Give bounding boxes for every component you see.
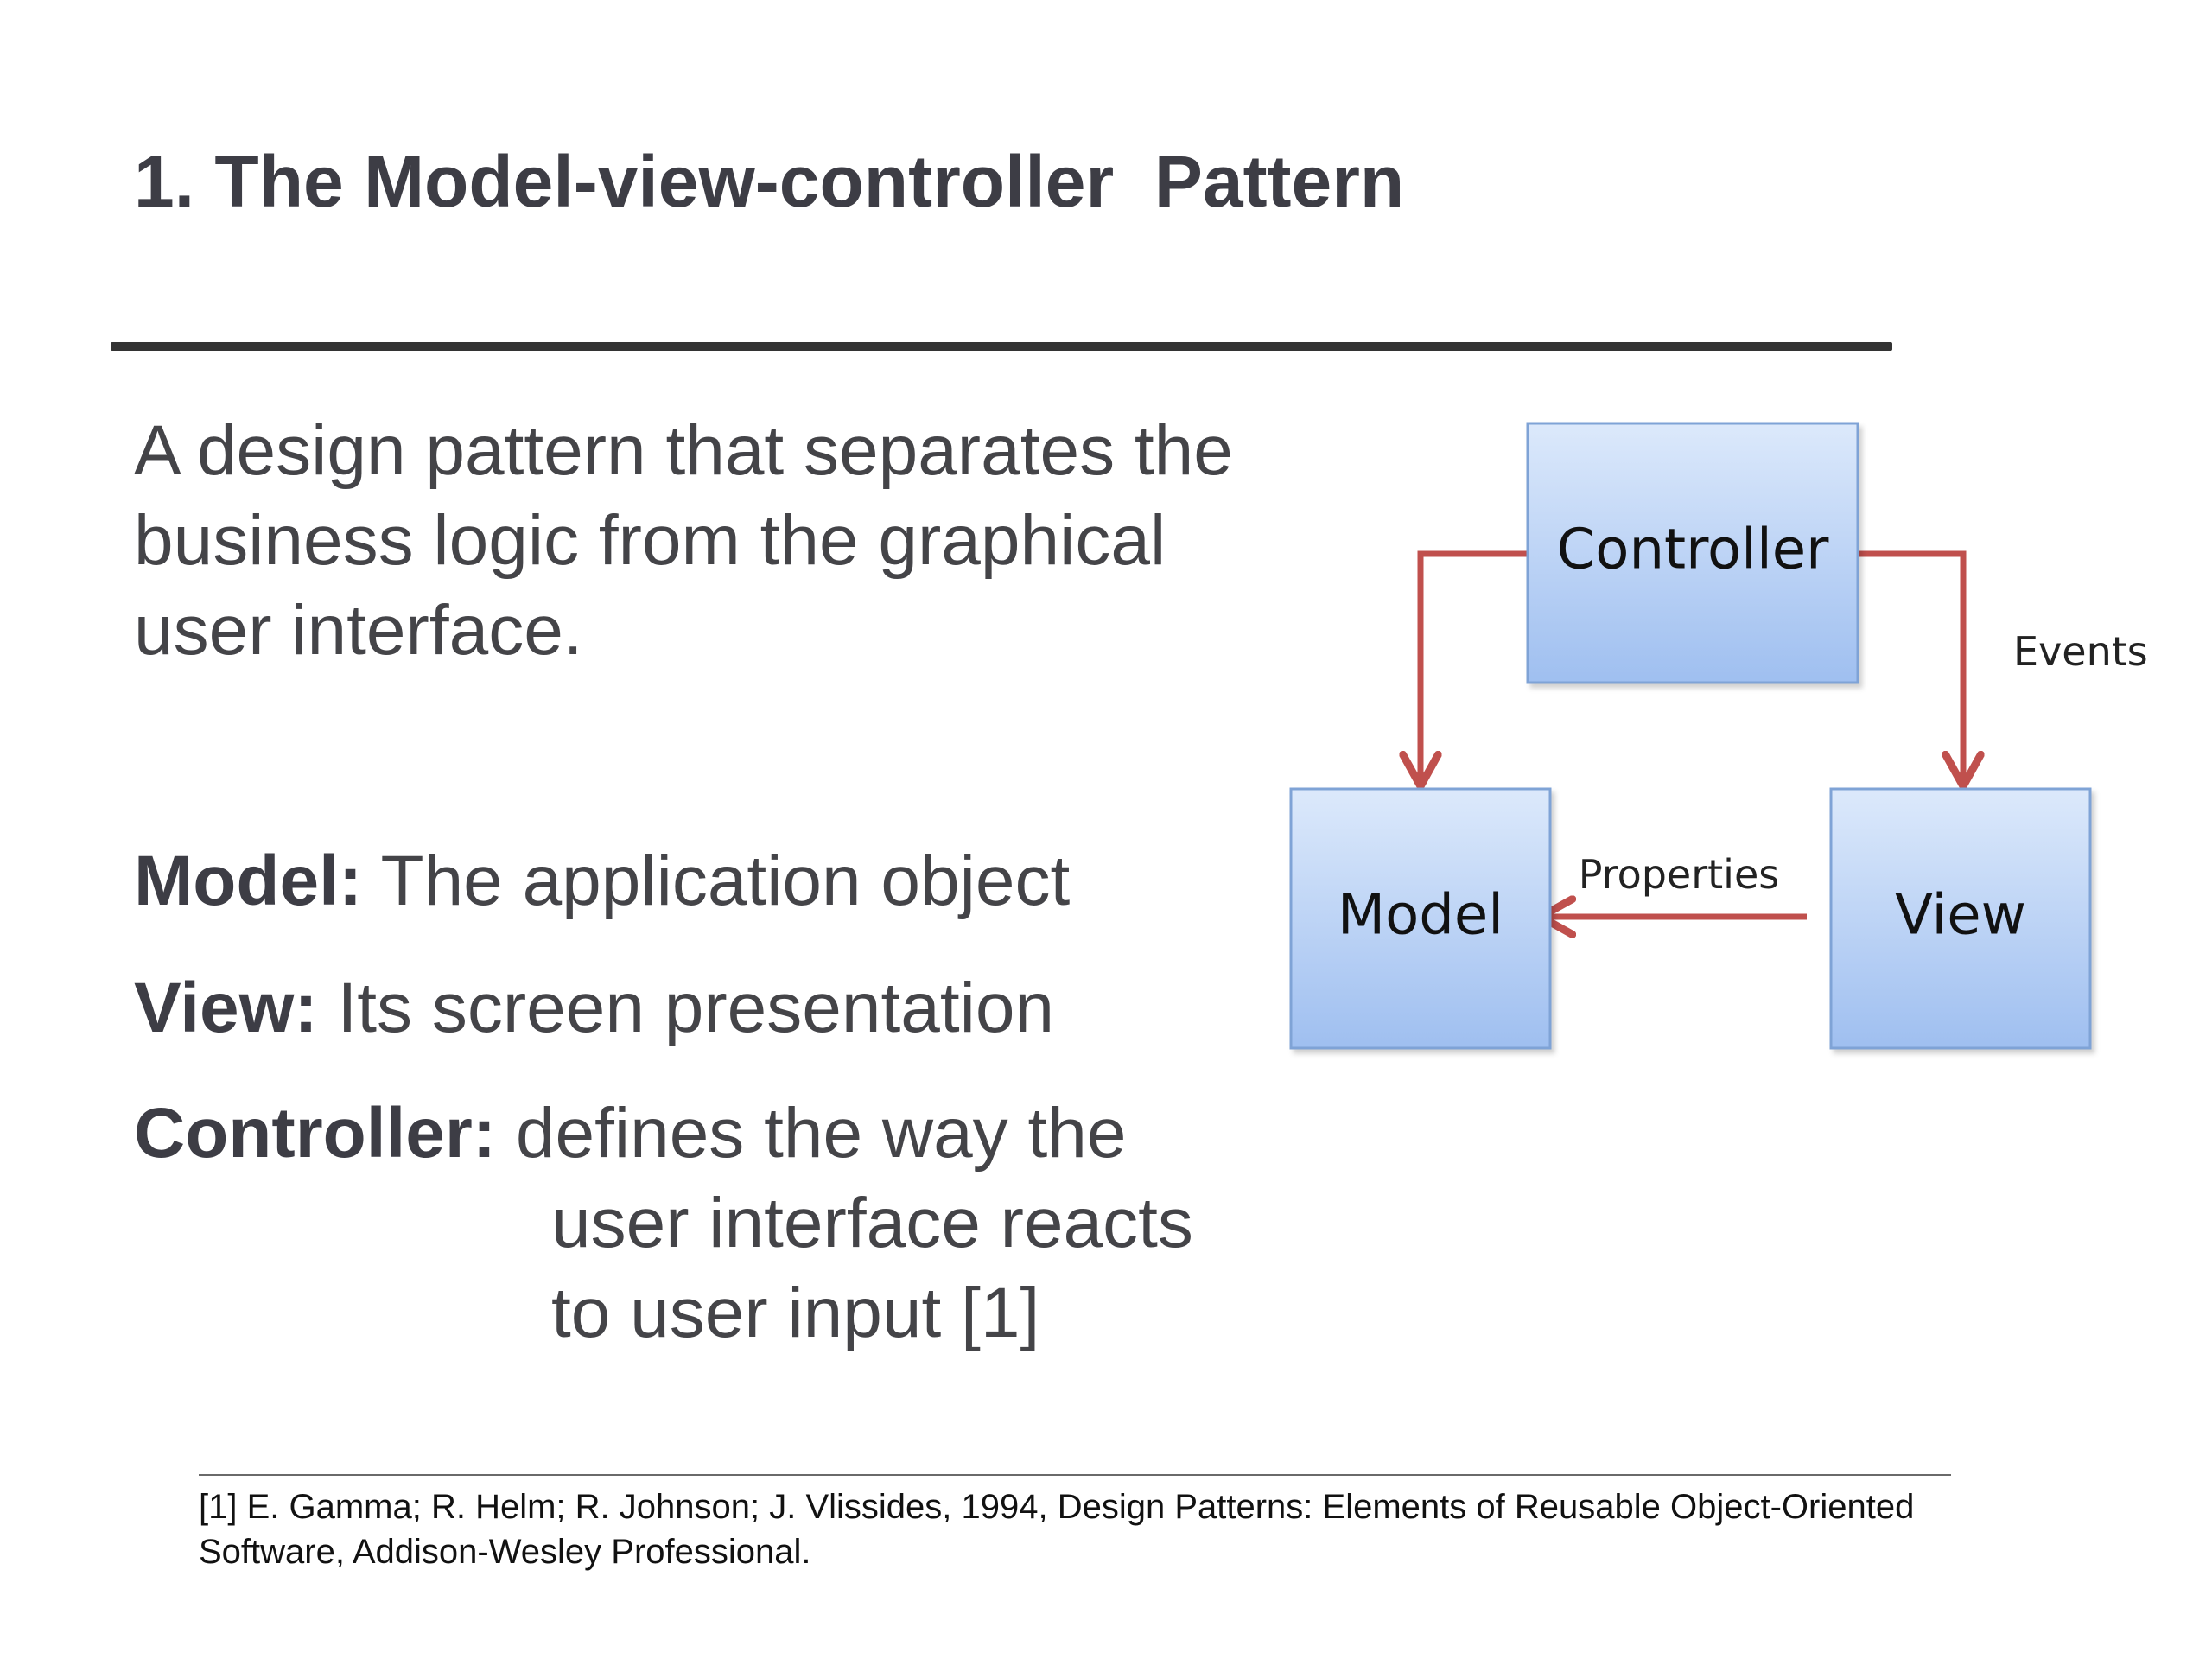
arrow-events <box>1859 550 1963 786</box>
slide-title: 1. The Model-view-controller Pattern <box>134 141 1405 222</box>
footnote: [1] E. Gamma; R. Helm; R. Johnson; J. Vl… <box>199 1488 1915 1571</box>
title-divider <box>111 342 1892 351</box>
definition-continuation-1: user interface reacts <box>551 1184 1193 1262</box>
footnote-divider <box>199 1474 1951 1476</box>
definition-term-model: Model: <box>134 842 363 920</box>
definition-view: View: Its screen presentation <box>134 963 1054 1053</box>
edge-label-events: Events <box>2013 628 2148 675</box>
definition-term-view: View: <box>134 969 318 1047</box>
node-view: View <box>1829 787 2092 1050</box>
node-label-view: View <box>1895 884 2026 948</box>
definition-model: Model: The application object <box>134 836 1070 926</box>
definition-text-controller: defines the way the <box>496 1094 1127 1173</box>
node-label-model: Model <box>1338 884 1503 948</box>
node-model: Model <box>1289 787 1552 1050</box>
definition-term-controller: Controller: <box>134 1094 497 1173</box>
arrow-controller-to-model <box>1421 550 1527 786</box>
mvc-diagram: Controller Model View Events Properties <box>1289 422 2148 1050</box>
definition-continuation-2: to user input [1] <box>551 1274 1040 1352</box>
node-controller: Controller <box>1526 422 1859 684</box>
definition-text-view: Its screen presentation <box>317 969 1055 1047</box>
definition-text-model: The application object <box>362 842 1071 920</box>
definition-controller: Controller: defines the way the user inte… <box>134 1089 1193 1358</box>
intro-text: A design pattern that separates the busi… <box>134 411 1233 670</box>
edge-label-properties: Properties <box>1579 851 1779 898</box>
node-label-controller: Controller <box>1557 518 1830 582</box>
